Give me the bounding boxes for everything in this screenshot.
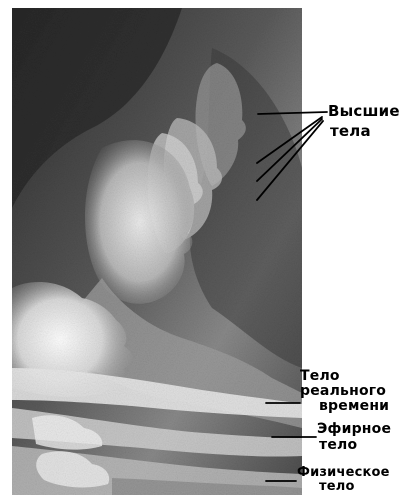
label-etheric-body-line2: тело bbox=[317, 438, 391, 452]
label-etheric-body-line1: Эфирное bbox=[317, 422, 391, 436]
label-higher-bodies: Высшие тела bbox=[328, 104, 400, 139]
label-realtime-body-line3: времени bbox=[300, 399, 389, 413]
label-physical-body-line1: Физическое bbox=[297, 466, 390, 479]
label-physical-body: Физическое тело bbox=[297, 466, 390, 493]
label-higher-bodies-line2: тела bbox=[328, 124, 400, 139]
label-etheric-body: Эфирное тело bbox=[317, 422, 391, 452]
label-realtime-body: Тело реального времени bbox=[300, 369, 389, 413]
layered-bodies-illustration bbox=[12, 8, 302, 495]
label-realtime-body-line1: Тело bbox=[300, 369, 389, 383]
label-physical-body-line2: тело bbox=[297, 480, 390, 493]
label-higher-bodies-line1: Высшие bbox=[328, 104, 400, 119]
label-realtime-body-line2: реального bbox=[300, 384, 389, 398]
